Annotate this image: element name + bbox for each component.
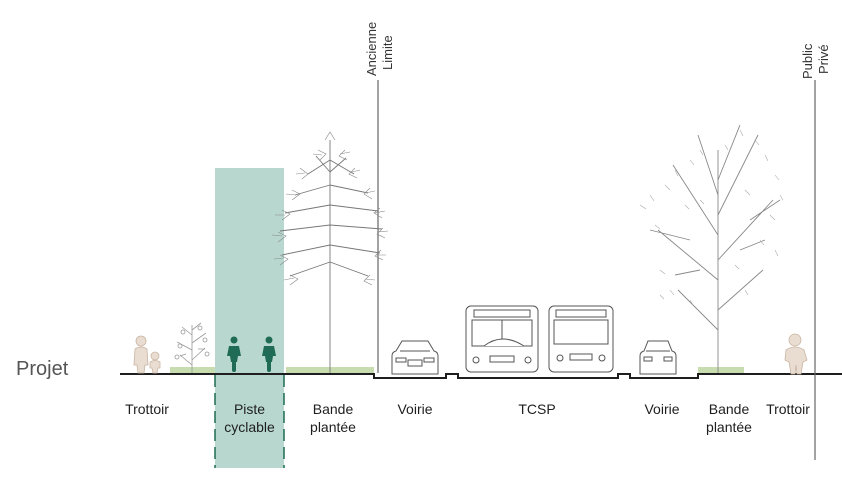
zone-label-piste-cyclable: Piste cyclable: [215, 400, 284, 436]
planting-strip-sidewalk: [170, 367, 215, 373]
zone-text: Bande: [708, 401, 750, 417]
car-right-icon: [639, 340, 677, 375]
cyclist-icon: [262, 336, 276, 372]
tree-left-icon: [271, 131, 389, 373]
zone-text: Bande: [312, 401, 354, 417]
ground-profile: [120, 373, 842, 379]
zone-text: Voirie: [397, 401, 433, 417]
zone-text: plantée: [310, 419, 356, 435]
bus-right-icon: [548, 305, 614, 373]
zone-label-bande-right: Bande plantée: [694, 400, 764, 436]
bus-left-icon: [465, 305, 539, 373]
zone-label-trottoir-right: Trottoir: [756, 400, 820, 418]
zone-label-voirie-left: Voirie: [383, 400, 447, 418]
pedestrian-right-icon: [784, 333, 808, 375]
prive-label: Privé: [816, 44, 831, 74]
zone-label-trottoir-left: Trottoir: [112, 400, 182, 418]
zone-text: Trottoir: [766, 401, 810, 417]
shrub-icon: [174, 322, 210, 373]
zone-label-tcsp: TCSP: [505, 400, 569, 418]
zone-text: TCSP: [518, 401, 556, 417]
zone-label-bande-left: Bande plantée: [295, 400, 371, 436]
planting-strip-right: [698, 367, 744, 373]
zone-text: plantée: [706, 419, 752, 435]
limite-label: Limite: [380, 35, 395, 70]
bike-lane-highlight: [215, 168, 284, 468]
zone-text: Trottoir: [125, 401, 169, 417]
zone-text: Piste: [233, 401, 266, 417]
zone-text: cyclable: [224, 419, 275, 435]
section-title: Projet: [16, 358, 69, 380]
car-left-icon: [391, 340, 439, 375]
cyclist-icon: [227, 336, 241, 372]
zone-text: Voirie: [644, 401, 680, 417]
pedestrian-icon: [133, 335, 161, 374]
tree-right-icon: [639, 124, 784, 373]
zone-label-voirie-right: Voirie: [630, 400, 694, 418]
ancienne-label: Ancienne: [364, 21, 379, 76]
public-label: Public: [800, 43, 815, 79]
